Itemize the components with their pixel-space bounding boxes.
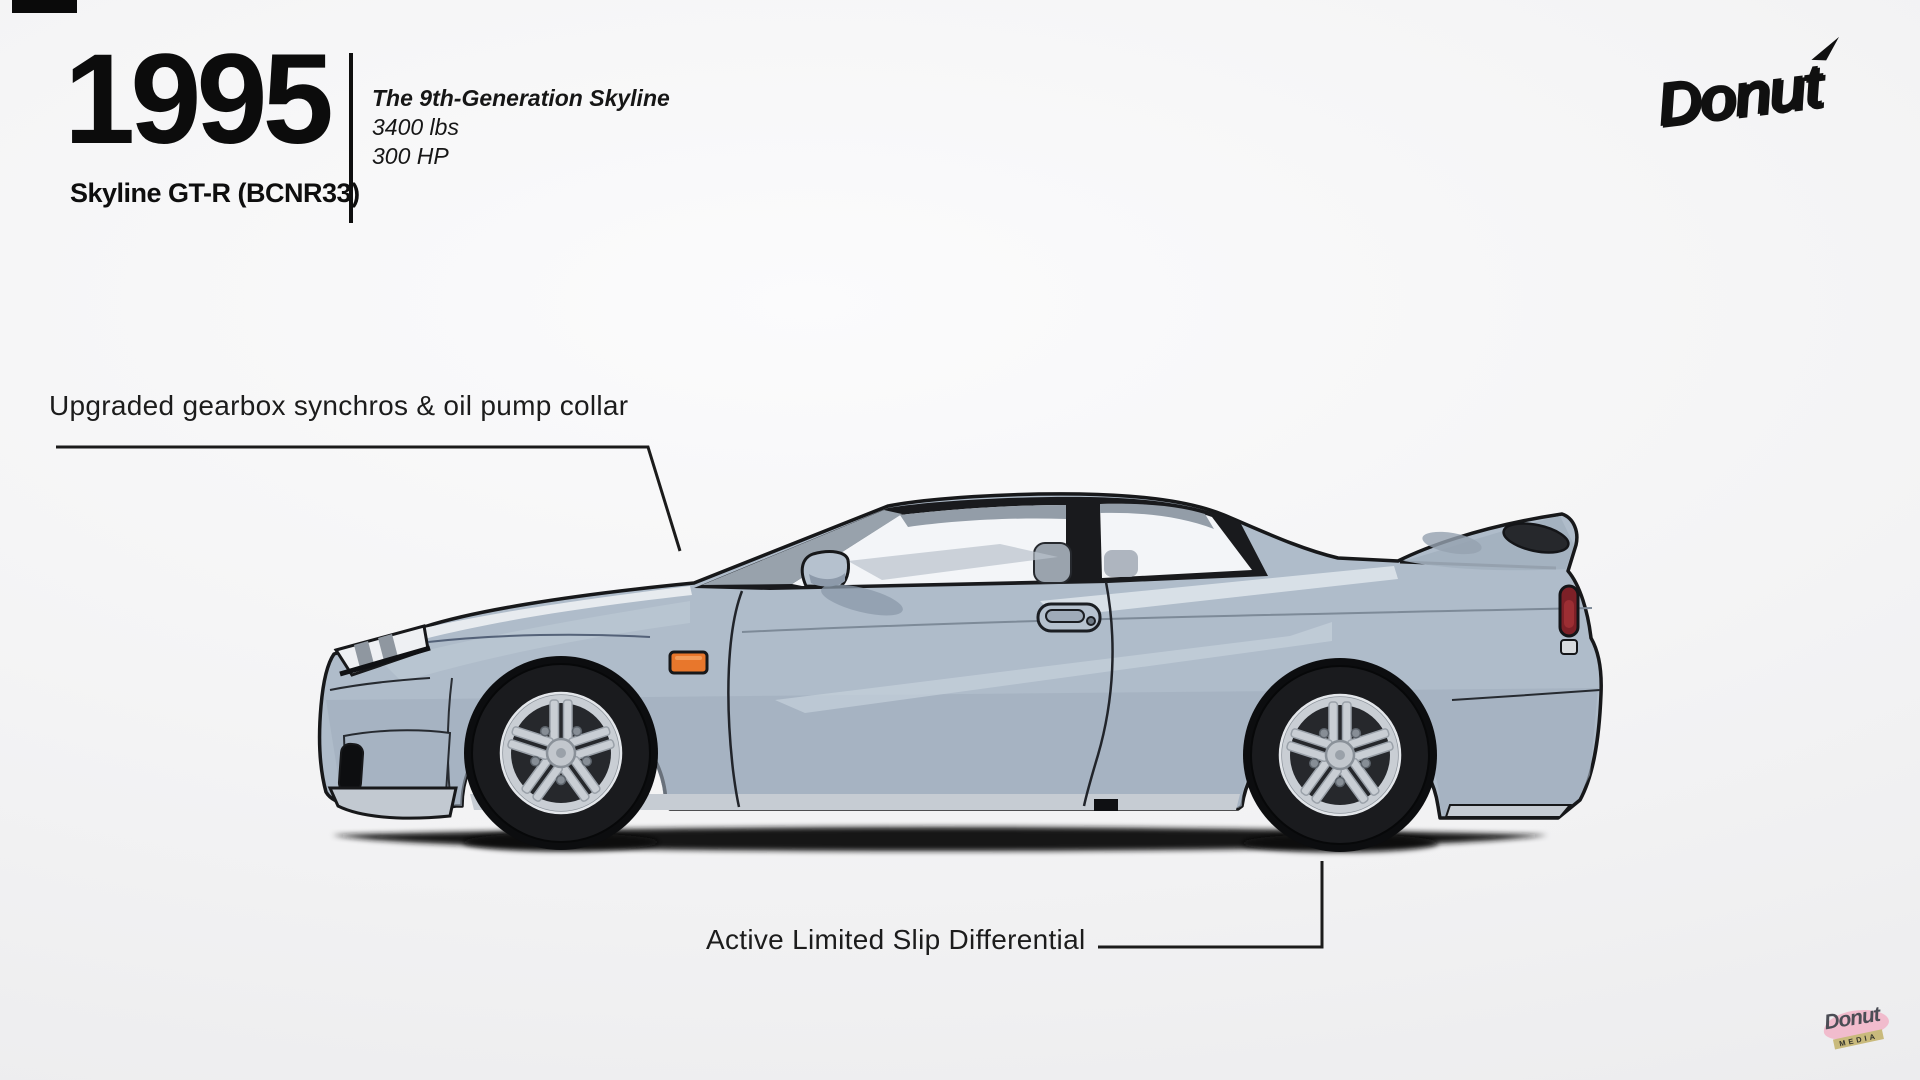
quarter-headliner-band [1100, 503, 1214, 529]
annotation-gearbox-label: Upgraded gearbox synchros & oil pump col… [49, 390, 629, 421]
front-door-seam [727, 590, 744, 808]
rear-seat [1104, 550, 1138, 577]
spec-power: 300 HP [372, 143, 449, 169]
callout-line-differential [1098, 861, 1324, 949]
sill-notch [1094, 799, 1118, 811]
front-lip [327, 786, 458, 820]
model-title: Skyline GT-R (BCNR33) [70, 178, 360, 208]
window-headliner-band [900, 505, 1066, 527]
fender-sheen [382, 601, 690, 682]
rear-lip [1444, 804, 1573, 818]
door-handle [1036, 602, 1102, 633]
rear-bumper-seam [1451, 689, 1601, 701]
side-marker-lamp [668, 650, 709, 675]
a-pillar [702, 510, 902, 585]
spec-weight: 3400 lbs [372, 114, 459, 140]
bumper-intake-opening [337, 742, 365, 794]
header-divider [349, 53, 353, 223]
taillight [1558, 584, 1580, 638]
spec-generation: The 9th-Generation Skyline [372, 85, 670, 111]
hood-character-line [427, 633, 651, 643]
headlight [333, 624, 431, 677]
side-skirt [470, 794, 1240, 810]
mirror-shadow [821, 584, 903, 616]
spoiler-shade-patch [1422, 531, 1482, 555]
annotation-differential-label: Active Limited Slip Differential [706, 924, 1086, 955]
spoiler-endplate-inset [1502, 522, 1570, 554]
year-title: 1995 [64, 28, 334, 171]
front-wheel [470, 662, 652, 844]
door-sheen [775, 622, 1332, 713]
rear-wheel [1249, 664, 1431, 846]
mirror-reflection [848, 544, 1058, 580]
body-crease-line [741, 607, 1593, 633]
corner-black-bar [12, 0, 77, 13]
rear-reflector [1560, 639, 1578, 655]
side-mirror-shade [809, 573, 845, 587]
callout-line-gearbox [56, 445, 682, 552]
rear-deck-sheen [1040, 566, 1398, 617]
bumper-top-seam [329, 677, 431, 691]
seat-headrest [1033, 542, 1072, 584]
hood-highlight [350, 586, 692, 657]
rear-door-seam [1082, 581, 1114, 807]
spec-list: The 9th-Generation Skyline 3400 lbs 300 … [372, 84, 670, 171]
